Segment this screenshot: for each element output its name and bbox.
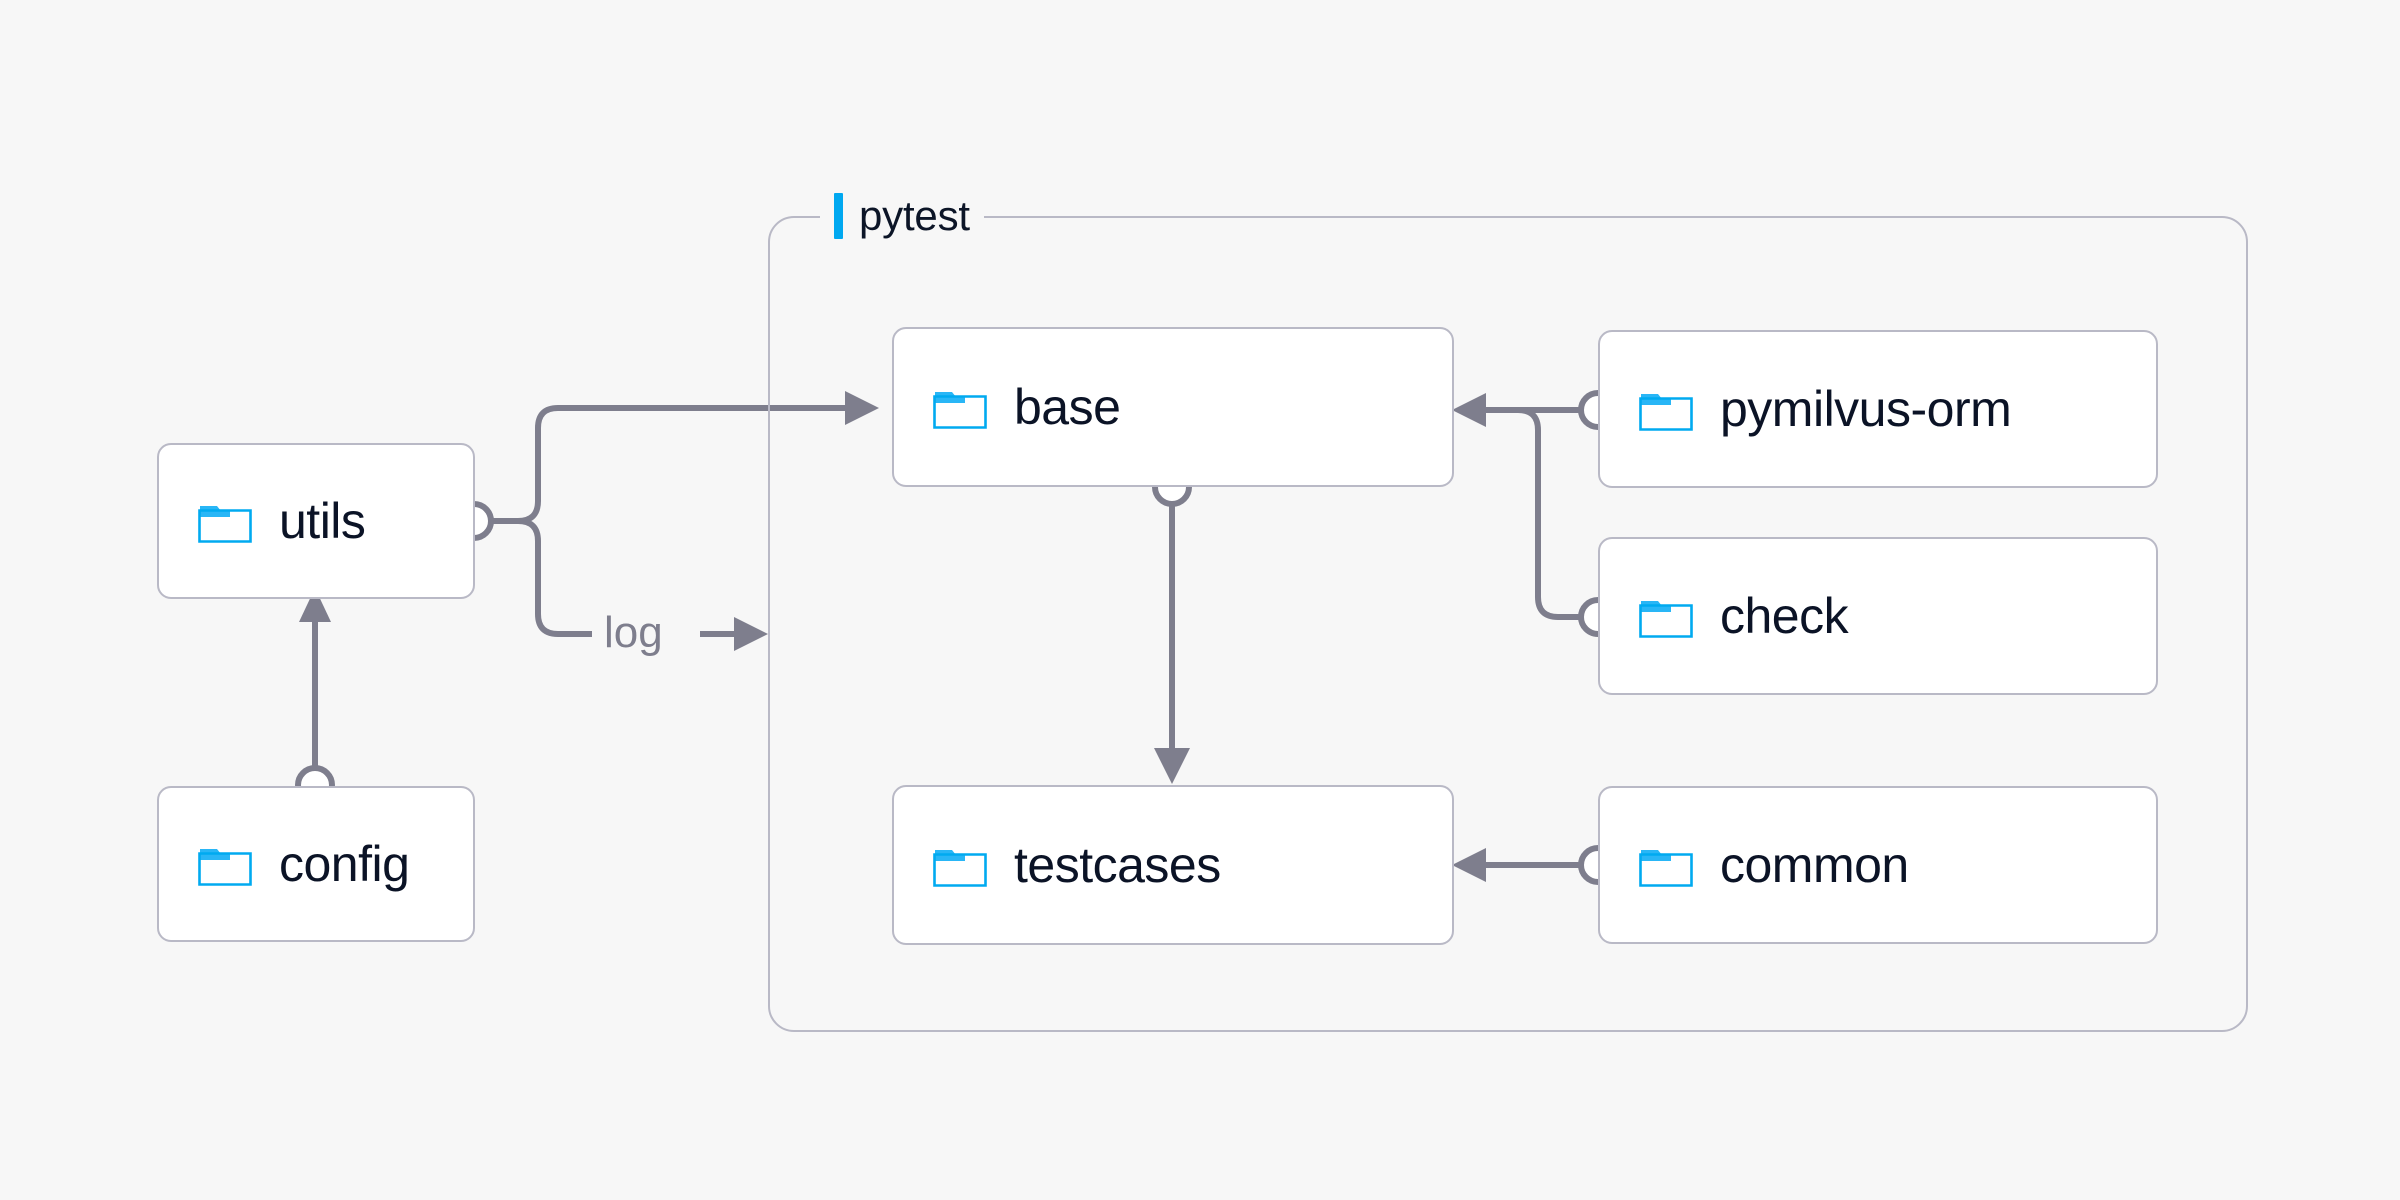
node-testcases[interactable]: testcases bbox=[892, 785, 1454, 945]
node-config[interactable]: config bbox=[157, 786, 475, 942]
node-pymilvus-orm-label: pymilvus-orm bbox=[1720, 381, 2012, 437]
folder-icon bbox=[933, 850, 987, 887]
folder-icon bbox=[198, 849, 252, 886]
node-base[interactable]: base bbox=[892, 327, 1454, 487]
node-testcases-label: testcases bbox=[1014, 837, 1221, 893]
node-common[interactable]: common bbox=[1598, 786, 2158, 944]
group-pytest-label-text: pytest bbox=[859, 192, 970, 239]
accent-bar-icon bbox=[834, 193, 843, 239]
folder-icon bbox=[1639, 850, 1693, 887]
node-base-label: base bbox=[1014, 379, 1121, 435]
node-check-label: check bbox=[1720, 588, 1849, 644]
group-pytest[interactable] bbox=[768, 216, 2248, 1032]
folder-icon bbox=[1639, 394, 1693, 431]
node-utils-label: utils bbox=[279, 493, 366, 549]
edge-config-utils bbox=[295, 588, 335, 805]
node-utils[interactable]: utils bbox=[157, 443, 475, 599]
node-check[interactable]: check bbox=[1598, 537, 2158, 695]
node-common-label: common bbox=[1720, 837, 1909, 893]
folder-icon bbox=[933, 392, 987, 429]
folder-icon bbox=[198, 506, 252, 543]
edge-label-log: log bbox=[604, 608, 663, 657]
folder-icon bbox=[1639, 601, 1693, 638]
group-pytest-label: pytest bbox=[820, 190, 984, 242]
node-pymilvus-orm[interactable]: pymilvus-orm bbox=[1598, 330, 2158, 488]
node-config-label: config bbox=[279, 836, 410, 892]
